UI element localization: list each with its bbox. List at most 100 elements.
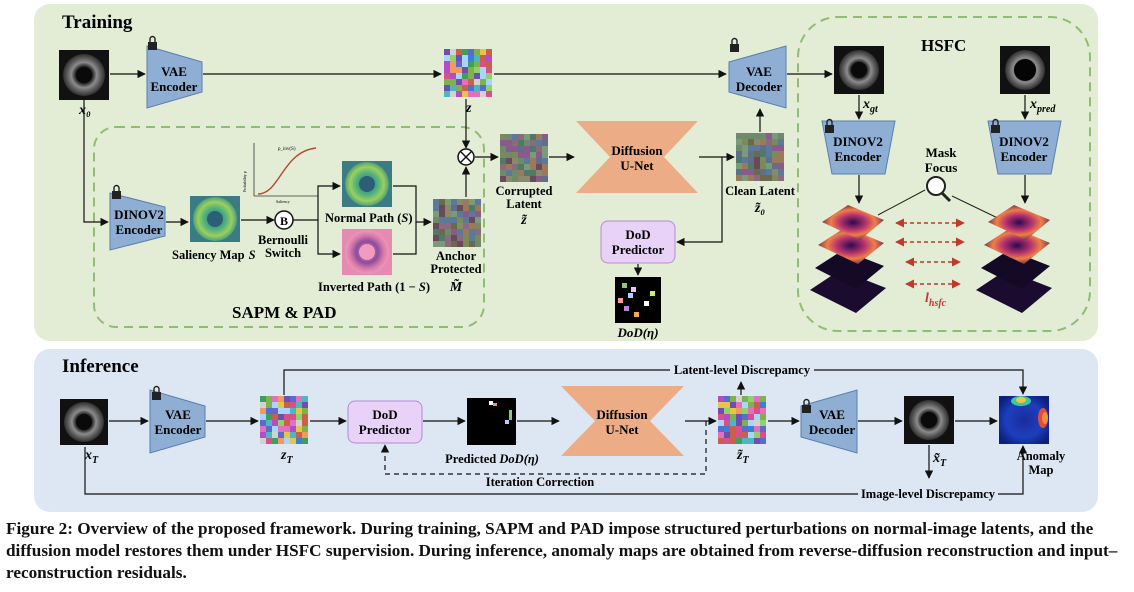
mosaic-cell	[302, 420, 308, 426]
latent-discrepancy-label: Latent-level Discrepamcy	[674, 363, 811, 377]
mosaic-cell	[524, 170, 530, 176]
mosaic-cell	[445, 211, 451, 217]
reconstructed-image	[904, 396, 954, 444]
mosaic-cell	[512, 152, 518, 158]
mosaic-cell	[474, 55, 480, 61]
mosaic-cell	[296, 438, 302, 444]
mosaic-cell	[272, 426, 278, 432]
mosaic-cell	[754, 145, 760, 151]
mosaic-cell	[462, 91, 468, 97]
mosaic-cell	[536, 140, 542, 146]
mosaic-cell	[754, 402, 760, 408]
mosaic-cell	[760, 163, 766, 169]
mosaic-cell	[474, 85, 480, 91]
mosaic-cell	[284, 420, 290, 426]
mosaic-cell	[278, 414, 284, 420]
mosaic-cell	[506, 164, 512, 170]
mosaic-cell	[760, 414, 766, 420]
mosaic-cell	[748, 408, 754, 414]
lock-icon	[802, 398, 811, 413]
mosaic-cell	[444, 73, 450, 79]
mosaic-cell	[500, 158, 506, 164]
mosaic-cell	[260, 396, 266, 402]
mosaic-cell	[524, 164, 530, 170]
normal-path-image	[342, 161, 392, 207]
mosaic-cell	[736, 420, 742, 426]
mosaic-cell	[278, 408, 284, 414]
mosaic-cell	[766, 139, 772, 145]
mosaic-cell	[480, 79, 486, 85]
mosaic-cell	[474, 67, 480, 73]
mosaic-cell	[486, 79, 492, 85]
lock-icon	[730, 37, 739, 52]
mosaic-cell	[451, 235, 457, 241]
inference-zT-mosaic	[260, 396, 308, 444]
mosaic-cell	[730, 402, 736, 408]
mosaic-cell	[456, 55, 462, 61]
mosaic-cell	[542, 140, 548, 146]
mosaic-cell	[772, 169, 778, 175]
mosaic-cell	[736, 408, 742, 414]
mosaic-cell	[302, 426, 308, 432]
dod-line1: DoD	[625, 227, 650, 242]
mosaic-cell	[512, 140, 518, 146]
mosaic-cell	[760, 139, 766, 145]
mosaic-cell	[302, 408, 308, 414]
saliency-map	[190, 196, 240, 242]
mosaic-cell	[260, 438, 266, 444]
mosaic-cell	[748, 169, 754, 175]
mosaic-cell	[742, 426, 748, 432]
mosaic-cell	[736, 396, 742, 402]
mosaic-cell	[748, 402, 754, 408]
mosaic-cell	[760, 432, 766, 438]
inference-input-image	[60, 399, 108, 445]
mosaic-cell	[736, 139, 742, 145]
mosaic-cell	[754, 408, 760, 414]
mosaic-cell	[542, 164, 548, 170]
mosaic-cell	[462, 85, 468, 91]
mosaic-cell	[450, 79, 456, 85]
mosaic-cell	[266, 420, 272, 426]
mini-plot-ylabel: Probability p	[242, 171, 247, 192]
mosaic-cell	[754, 420, 760, 426]
lock-icon	[152, 385, 161, 400]
mosaic-cell	[530, 158, 536, 164]
mask-focus-line1: Mask	[925, 145, 957, 160]
mosaic-cell	[462, 49, 468, 55]
mosaic-cell	[439, 229, 445, 235]
mosaic-cell	[748, 175, 754, 181]
mosaic-cell	[290, 408, 296, 414]
mosaic-cell	[284, 432, 290, 438]
mosaic-cell	[278, 432, 284, 438]
mosaic-cell	[474, 49, 480, 55]
anomaly-map-line2: Map	[1029, 463, 1054, 477]
vae-decoder-line2: Decoder	[809, 422, 855, 437]
mosaic-cell	[736, 133, 742, 139]
mosaic-cell	[278, 396, 284, 402]
mosaic-cell	[457, 211, 463, 217]
mosaic-cell	[530, 170, 536, 176]
feature-stack-right	[976, 205, 1052, 313]
mosaic-cell	[760, 396, 766, 402]
mosaic-cell	[278, 402, 284, 408]
mosaic-cell	[260, 414, 266, 420]
mini-plot-legend: p_inv(S)	[278, 147, 296, 152]
mosaic-cell	[718, 414, 724, 420]
training-title: Training	[62, 12, 133, 33]
mosaic-cell	[518, 176, 524, 182]
mosaic-cell	[742, 145, 748, 151]
mosaic-cell	[506, 158, 512, 164]
mosaic-cell	[742, 420, 748, 426]
x-pred-label: xpred	[1029, 97, 1056, 115]
mosaic-cell	[475, 241, 481, 247]
predicted-dod-map	[467, 398, 516, 445]
mosaic-cell	[530, 146, 536, 152]
unet-line1: Diffusion	[596, 407, 648, 422]
mosaic-cell	[278, 438, 284, 444]
dod-line2: Predictor	[612, 242, 665, 257]
mosaic-cell	[724, 414, 730, 420]
mosaic-cell	[469, 205, 475, 211]
mosaic-cell	[736, 163, 742, 169]
mosaic-cell	[730, 432, 736, 438]
bernoulli-probability-plot: Probability p Saliency p_inv(S)	[242, 143, 318, 204]
